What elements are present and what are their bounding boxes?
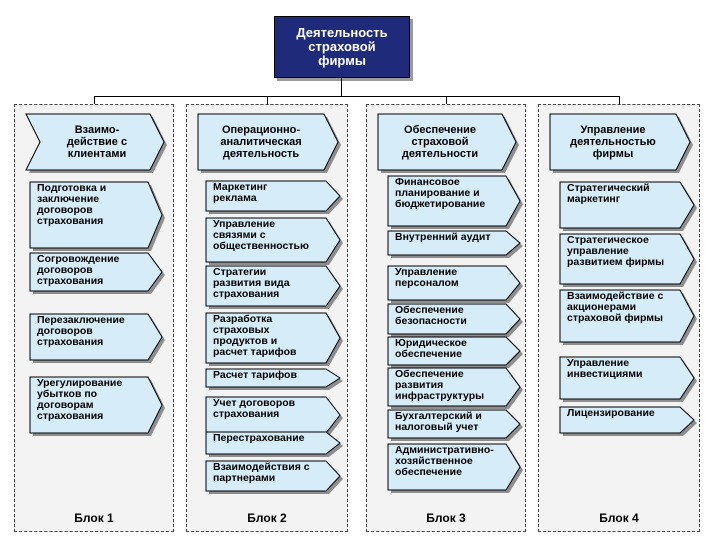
block-header-label: Управление деятельностью фирмы [570,124,656,160]
process-item-label: Стратегическое управление развитием фирм… [567,234,665,268]
process-item-label: Перезаключение договоров страхования [37,314,125,348]
process-item: Стратегии развития вида страхования [205,265,343,309]
process-item: Стратегический маркетинг [559,181,697,231]
arrow-shape [559,181,695,229]
process-item: Разработка страховых продуктов и расчет … [205,312,343,366]
arrow-shape [387,303,521,335]
process-item-label: Урегулирование убытков по договорам стра… [37,377,123,422]
process-item-label: Юридическое обеспечение [395,337,467,360]
process-item-label: Финансовое планирование и бюджетирование [395,176,486,210]
connector-block-2 [267,96,268,104]
process-item-label: Стратегии развития вида страхования [213,266,290,300]
process-item-label: Взаимодействие с акционерами страховой ф… [567,290,664,324]
process-item: Обеспечение безопасности [387,303,523,337]
arrow-shape [559,233,695,285]
process-item-label: Бухгалтерский и налоговый учет [395,410,482,433]
process-item-label: Согровождение договоров страхования [37,253,120,287]
arrow-shape [387,336,521,366]
process-item: Обеспечение развития инфраструктуры [387,367,523,409]
arrow-shape [29,252,163,292]
process-item: Административно- хозяйственное обеспечен… [387,443,523,493]
connector-root-down [341,77,342,96]
arrow-shape [387,265,521,301]
process-item: Взаимодействия с партнерами [205,460,343,494]
arrow-shape [205,431,341,455]
process-item: Подготовка и заключение договоров страхо… [29,181,165,251]
block-4-header: Управление деятельностью фирмы [549,113,693,173]
process-item-label: Расчет тарифов [213,369,297,381]
arrow-shape [205,217,341,263]
block-3-header: Обеспечение страховой деятельности [377,113,519,173]
process-item-label: Взаимодействия с партнерами [213,461,310,484]
block-1-header: Взаимо- действие с клиентами [25,113,167,173]
process-item: Маркетинг реклама [205,180,343,214]
process-item-label: Обеспечение безопасности [395,304,467,327]
process-item-label: Административно- хозяйственное обеспечен… [395,444,494,478]
process-item: Стратегическое управление развитием фирм… [559,233,697,287]
root-node: Деятельность страховой фирмы [274,16,410,78]
arrow-shape [549,113,691,171]
arrow-shape [387,175,521,227]
arrow-shape [377,113,517,171]
block-3-label: Блок 3 [426,511,466,525]
process-item: Внутренний аудит [387,230,523,258]
arrow-shape [29,181,163,249]
block-4-label: Блок 4 [599,511,639,525]
process-item: Лицензирование [559,406,697,436]
process-item: Урегулирование убытков по договорам стра… [29,376,165,436]
process-item: Расчет тарифов [205,368,343,390]
arrow-shape [205,460,341,492]
block-header-label: Операционно- аналитическая деятельность [220,124,302,160]
arrow-shape [205,265,341,307]
process-item-label: Перестрахование [213,432,305,444]
connector-block-4 [619,96,620,104]
block-2-label: Блок 2 [247,511,287,525]
arrow-shape [387,443,521,491]
process-item: Управление персоналом [387,265,523,303]
process-item-label: Маркетинг реклама [213,181,268,204]
process-item-label: Управление персоналом [395,266,459,289]
process-item-label: Разработка страховых продуктов и расчет … [213,313,297,358]
arrow-shape [29,313,163,361]
process-item-label: Управление связями с общественностью [213,218,309,252]
process-item-label: Лицензирование [567,407,655,419]
process-item: Перестрахование [205,431,343,457]
arrow-shape [25,113,165,171]
process-item-label: Стратегический маркетинг [567,182,650,205]
process-item-label: Учет договоров страхования [213,397,296,420]
connector-block-3 [446,96,447,104]
arrow-shape [559,406,695,434]
arrow-shape [559,289,695,343]
arrow-shape [205,180,341,212]
process-item: Учет договоров страхования [205,396,343,436]
process-item: Управление связями с общественностью [205,217,343,265]
block-header-label: Обеспечение страховой деятельности [401,124,479,160]
arrow-shape [205,312,341,364]
connector-horizontal [94,96,619,97]
process-item: Финансовое планирование и бюджетирование [387,175,523,229]
process-item: Согровождение договоров страхования [29,252,165,294]
connector-block-1 [94,96,95,104]
process-item: Перезаключение договоров страхования [29,313,165,363]
arrow-shape [387,230,521,256]
arrow-shape [387,367,521,407]
process-item-label: Подготовка и заключение договоров страхо… [37,182,107,227]
process-item-label: Управление инвестициями [567,357,643,380]
process-item-label: Обеспечение развития инфраструктуры [395,368,485,402]
process-item: Взаимодействие с акционерами страховой ф… [559,289,697,345]
process-item: Управление инвестициями [559,356,697,402]
arrow-shape [387,409,521,439]
process-item-label: Внутренний аудит [395,231,491,243]
process-item: Бухгалтерский и налоговый учет [387,409,523,441]
arrow-shape [205,368,341,388]
block-header-label: Взаимо- действие с клиентами [66,124,128,160]
block-1-label: Блок 1 [74,511,114,525]
arrow-shape [559,356,695,400]
process-item: Юридическое обеспечение [387,336,523,368]
arrow-shape [29,376,163,434]
arrow-shape [197,113,339,171]
arrow-shape [205,396,341,434]
block-2-header: Операционно- аналитическая деятельность [197,113,341,173]
